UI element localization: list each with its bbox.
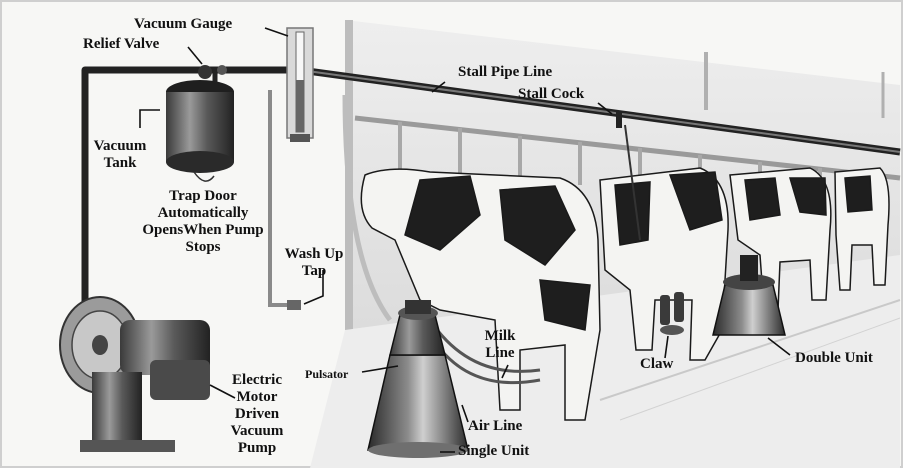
label-wash-up-line2: Tap [276,263,352,280]
label-wash-up-tap: Wash Up Tap [276,246,352,280]
label-claw: Claw [640,356,673,373]
relief-valve-weight [217,65,227,75]
label-motor-line1: Electric [222,372,292,389]
wash-up-tap-valve [287,300,301,310]
label-wash-up-line1: Wash Up [276,246,352,263]
label-motor-line2: Motor [222,389,292,406]
label-motor-line3: Driven [222,406,292,423]
label-milk-line: Milk Line [474,328,526,362]
label-relief-valve: Relief Valve [83,36,159,53]
stall-cock-valve [616,112,622,128]
label-vacuum-tank-line1: Vacuum [88,138,152,155]
motor-pump-assembly [60,297,210,452]
label-trap-door-line2: Automatically [128,205,278,222]
label-single-unit: Single Unit [458,443,529,460]
label-double-unit: Double Unit [795,350,873,367]
label-vacuum-gauge: Vacuum Gauge [134,16,232,33]
trap-door-leader [194,172,214,181]
vacuum-gauge-column [296,80,304,132]
label-milk-line-line1: Milk [474,328,526,345]
label-stall-pipe-line: Stall Pipe Line [458,64,552,81]
label-motor-line5: Pump [222,440,292,457]
label-trap-door: Trap Door Automatically OpensWhen Pump S… [128,188,278,256]
label-air-line: Air Line [468,418,522,435]
tank-bottom [166,151,234,173]
label-stall-cock: Stall Cock [518,86,584,103]
label-trap-door-line4: Stops [128,239,278,256]
label-motor-line4: Vacuum [222,423,292,440]
vacuum-gauge-base [290,134,310,142]
label-trap-door-line1: Trap Door [128,188,278,205]
label-pulsator: Pulsator [305,366,348,383]
label-trap-door-line3: OpensWhen Pump [128,222,278,239]
label-vacuum-tank: Vacuum Tank [88,138,152,172]
relief-valve-knob [198,65,212,79]
label-milk-line-line2: Line [474,345,526,362]
label-motor-pump: Electric Motor Driven Vacuum Pump [222,372,292,457]
label-vacuum-tank-line2: Tank [88,155,152,172]
